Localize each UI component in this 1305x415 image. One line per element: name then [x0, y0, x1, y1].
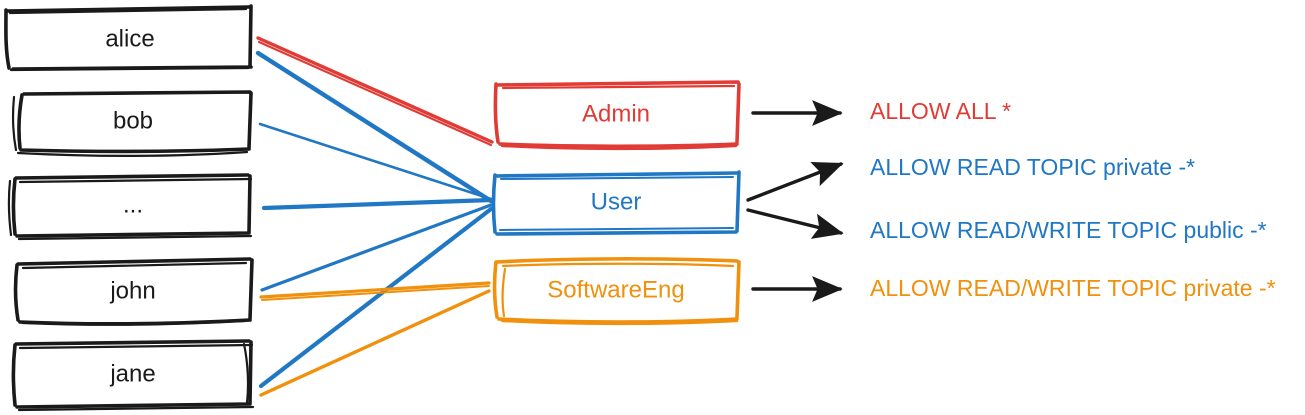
role-box-softwareeng-outline-2: [500, 262, 739, 326]
permission-allow-all: ALLOW ALL *: [870, 98, 1011, 124]
arrow-user-to-read-private: [746, 162, 844, 202]
permission-readwrite-topic-public: ALLOW READ/WRITE TOPIC public -*: [870, 217, 1267, 243]
user-role-links: [255, 36, 494, 397]
arrow-user-to-readwrite-public: [746, 208, 844, 239]
permission-readwrite-topic-private: ALLOW READ/WRITE TOPIC private -*: [870, 275, 1276, 301]
user-box-john-outline-2: [21, 261, 248, 326]
user-nodes: alice bob ... john jane: [4, 4, 255, 412]
role-label-user: User: [591, 188, 642, 215]
permission-labels: ALLOW ALL * ALLOW READ TOPIC private -* …: [870, 98, 1276, 301]
user-node-jane[interactable]: jane: [11, 339, 255, 412]
user-box-alice-outline-2: [8, 7, 250, 72]
role-node-softwareeng[interactable]: SoftwareEng: [492, 257, 741, 326]
user-box-ellipsis-outline: [11, 173, 252, 238]
link-john-user: [260, 203, 493, 292]
user-label-ellipsis: ...: [123, 191, 143, 218]
link-jane-user: [258, 206, 494, 389]
user-node-john[interactable]: john: [13, 257, 254, 326]
link-alice-admin-line-2: [257, 40, 493, 147]
user-label-alice: alice: [105, 25, 154, 52]
user-label-jane: jane: [109, 360, 155, 387]
role-node-user[interactable]: User: [491, 170, 741, 236]
user-box-alice-outline: [4, 4, 253, 71]
link-john-softwareeng-line-2: [261, 285, 490, 301]
user-label-bob: bob: [113, 107, 153, 134]
role-box-admin-outline-2: [500, 84, 738, 151]
user-box-ellipsis-outline-2: [7, 177, 253, 241]
user-node-bob[interactable]: bob: [11, 90, 253, 157]
role-box-softwareeng-outline: [492, 257, 741, 324]
link-jane-softwareeng: [259, 289, 491, 397]
link-alice-user: [255, 50, 494, 204]
link-alice-admin: [256, 36, 494, 147]
user-box-jane-outline-2: [17, 342, 255, 412]
user-node-alice[interactable]: alice: [4, 4, 253, 72]
role-label-admin: Admin: [582, 100, 650, 127]
user-label-john: john: [109, 277, 155, 304]
link-john-softwareeng-line: [259, 281, 491, 299]
role-label-softwareeng: SoftwareEng: [547, 276, 684, 303]
link-alice-admin-line: [256, 36, 494, 144]
role-box-user-outline-2: [499, 176, 734, 231]
link-bob-user: [258, 122, 493, 201]
role-node-admin[interactable]: Admin: [493, 80, 741, 151]
user-node-ellipsis[interactable]: ...: [7, 173, 253, 241]
user-box-jane-outline: [11, 339, 253, 409]
user-box-bob-outline-2: [11, 95, 249, 157]
link-john-softwareeng: [259, 281, 491, 301]
role-box-user-outline: [491, 170, 741, 236]
role-box-admin-outline: [493, 80, 741, 149]
user-box-bob-outline: [17, 90, 253, 154]
user-box-john-outline: [13, 257, 254, 326]
role-nodes: Admin User SoftwareEng: [491, 80, 741, 326]
permission-read-topic-private: ALLOW READ TOPIC private -*: [870, 154, 1195, 180]
link-ellipsis-user: [261, 197, 494, 211]
role-permission-arrows: [746, 100, 844, 302]
